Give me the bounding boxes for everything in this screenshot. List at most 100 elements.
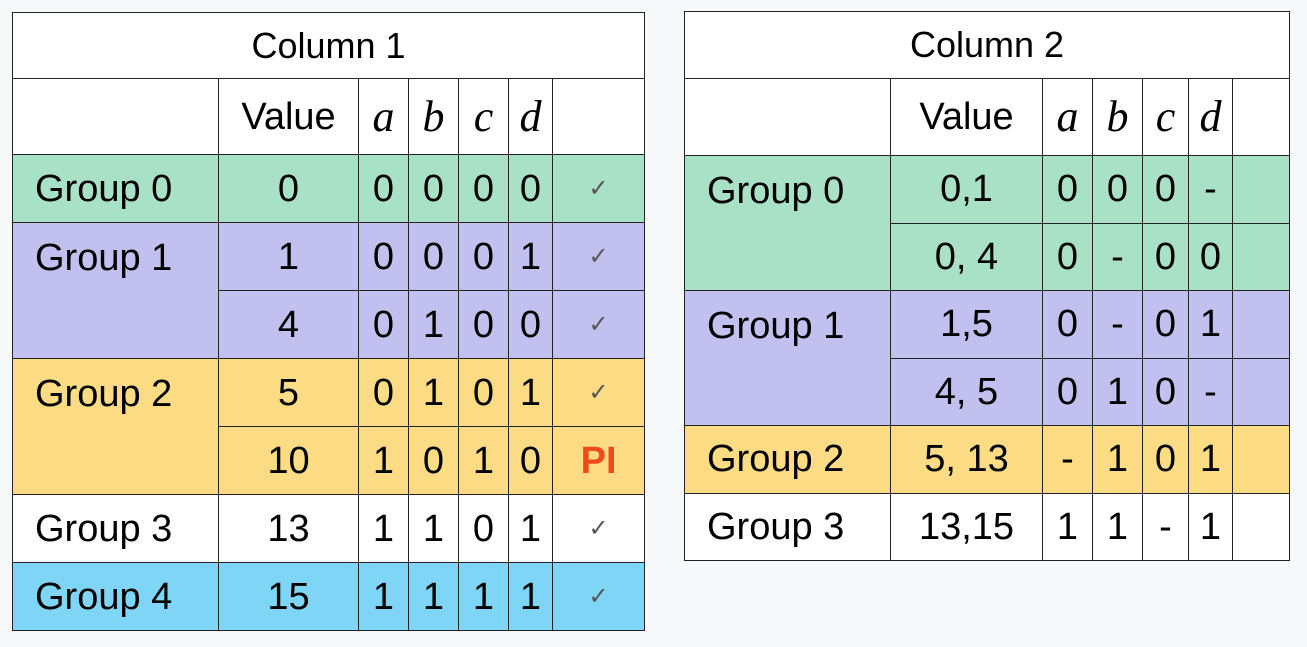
mark-cell — [1231, 290, 1291, 359]
group-label: Group 1 — [12, 222, 219, 359]
group-label: Group 2 — [684, 425, 891, 494]
bit-cell-a: - — [1042, 425, 1093, 494]
variable-header-c: c — [1142, 78, 1189, 156]
bit-cell-a: 1 — [358, 494, 409, 563]
bit-cell-c: 1 — [458, 426, 509, 495]
bit-cell-d: 0 — [508, 426, 553, 495]
value-header: Value — [890, 78, 1043, 156]
bit-cell-c: 0 — [458, 494, 509, 563]
bit-cell-d: 0 — [1188, 222, 1233, 291]
mark-cell — [1231, 425, 1291, 494]
bit-cell-b: 0 — [408, 154, 459, 223]
bit-cell-a: 1 — [358, 562, 409, 631]
bit-cell-d: 1 — [1188, 290, 1233, 359]
mark-cell — [1231, 222, 1291, 291]
bit-cell-d: 1 — [508, 358, 553, 427]
group-label: Group 0 — [12, 154, 219, 223]
bit-cell-a: 0 — [358, 154, 409, 223]
bit-cell-d: 1 — [508, 562, 553, 631]
bit-cell-a: 0 — [358, 290, 409, 359]
bit-cell-c: 0 — [458, 154, 509, 223]
bit-cell-c: 0 — [1142, 425, 1189, 494]
group-label: Group 4 — [12, 562, 219, 631]
table-title: Column 1 — [11, 12, 646, 79]
variable-header-b: b — [1092, 78, 1143, 156]
bit-cell-a: 0 — [1042, 222, 1093, 291]
value-cell: 15 — [218, 562, 359, 631]
group-header-cell — [12, 78, 219, 155]
check-mark-icon: ✓ — [551, 562, 646, 631]
check-mark-icon: ✓ — [551, 494, 646, 563]
bit-cell-b: - — [1092, 222, 1143, 291]
value-cell: 1,5 — [890, 290, 1043, 359]
bit-cell-c: - — [1142, 492, 1189, 561]
bit-cell-a: 0 — [358, 222, 409, 291]
title-row: Column 1 — [11, 12, 646, 79]
bit-cell-a: 0 — [1042, 290, 1093, 359]
mark-header — [551, 78, 646, 155]
value-cell: 4 — [218, 290, 359, 359]
bit-cell-b: 1 — [408, 562, 459, 631]
prime-implicant-label: PI — [551, 426, 646, 495]
bit-cell-b: 1 — [1092, 425, 1143, 494]
mark-cell — [1231, 155, 1291, 224]
bit-cell-d: - — [1188, 357, 1233, 426]
variable-header-a: a — [1042, 78, 1093, 156]
bit-cell-c: 0 — [458, 222, 509, 291]
title-row: Column 2 — [683, 11, 1291, 79]
bit-cell-d: - — [1188, 155, 1233, 224]
bit-cell-d: 1 — [508, 494, 553, 563]
bit-cell-b: 1 — [1092, 357, 1143, 426]
bit-cell-d: 0 — [508, 154, 553, 223]
mark-cell — [1231, 492, 1291, 561]
bit-cell-d: 1 — [1188, 492, 1233, 561]
bit-cell-c: 0 — [458, 290, 509, 359]
bit-cell-d: 1 — [508, 222, 553, 291]
bit-cell-b: 0 — [1092, 155, 1143, 224]
check-mark-icon: ✓ — [551, 154, 646, 223]
bit-cell-c: 0 — [1142, 155, 1189, 224]
bit-cell-a: 0 — [1042, 357, 1093, 426]
bit-cell-d: 1 — [1188, 425, 1233, 494]
value-cell: 0,1 — [890, 155, 1043, 224]
table-title: Column 2 — [683, 11, 1291, 79]
bit-cell-c: 0 — [1142, 290, 1189, 359]
bit-cell-c: 0 — [1142, 357, 1189, 426]
value-cell: 1 — [218, 222, 359, 291]
group-label: Group 0 — [684, 155, 891, 291]
mark-cell — [1231, 357, 1291, 426]
check-mark-icon: ✓ — [551, 358, 646, 427]
value-cell: 10 — [218, 426, 359, 495]
check-mark-icon: ✓ — [551, 222, 646, 291]
bit-cell-b: 0 — [408, 426, 459, 495]
value-cell: 5, 13 — [890, 425, 1043, 494]
bit-cell-a: 1 — [358, 426, 409, 495]
variable-header-b: b — [408, 78, 459, 155]
bit-cell-c: 1 — [458, 562, 509, 631]
bit-cell-b: 1 — [408, 494, 459, 563]
group-label: Group 2 — [12, 358, 219, 495]
mark-header — [1231, 78, 1291, 156]
bit-cell-b: 0 — [408, 222, 459, 291]
bit-cell-a: 1 — [1042, 492, 1093, 561]
group-header-cell — [684, 78, 891, 156]
variable-header-a: a — [358, 78, 409, 155]
bit-cell-a: 0 — [1042, 155, 1093, 224]
value-cell: 5 — [218, 358, 359, 427]
value-cell: 0, 4 — [890, 222, 1043, 291]
